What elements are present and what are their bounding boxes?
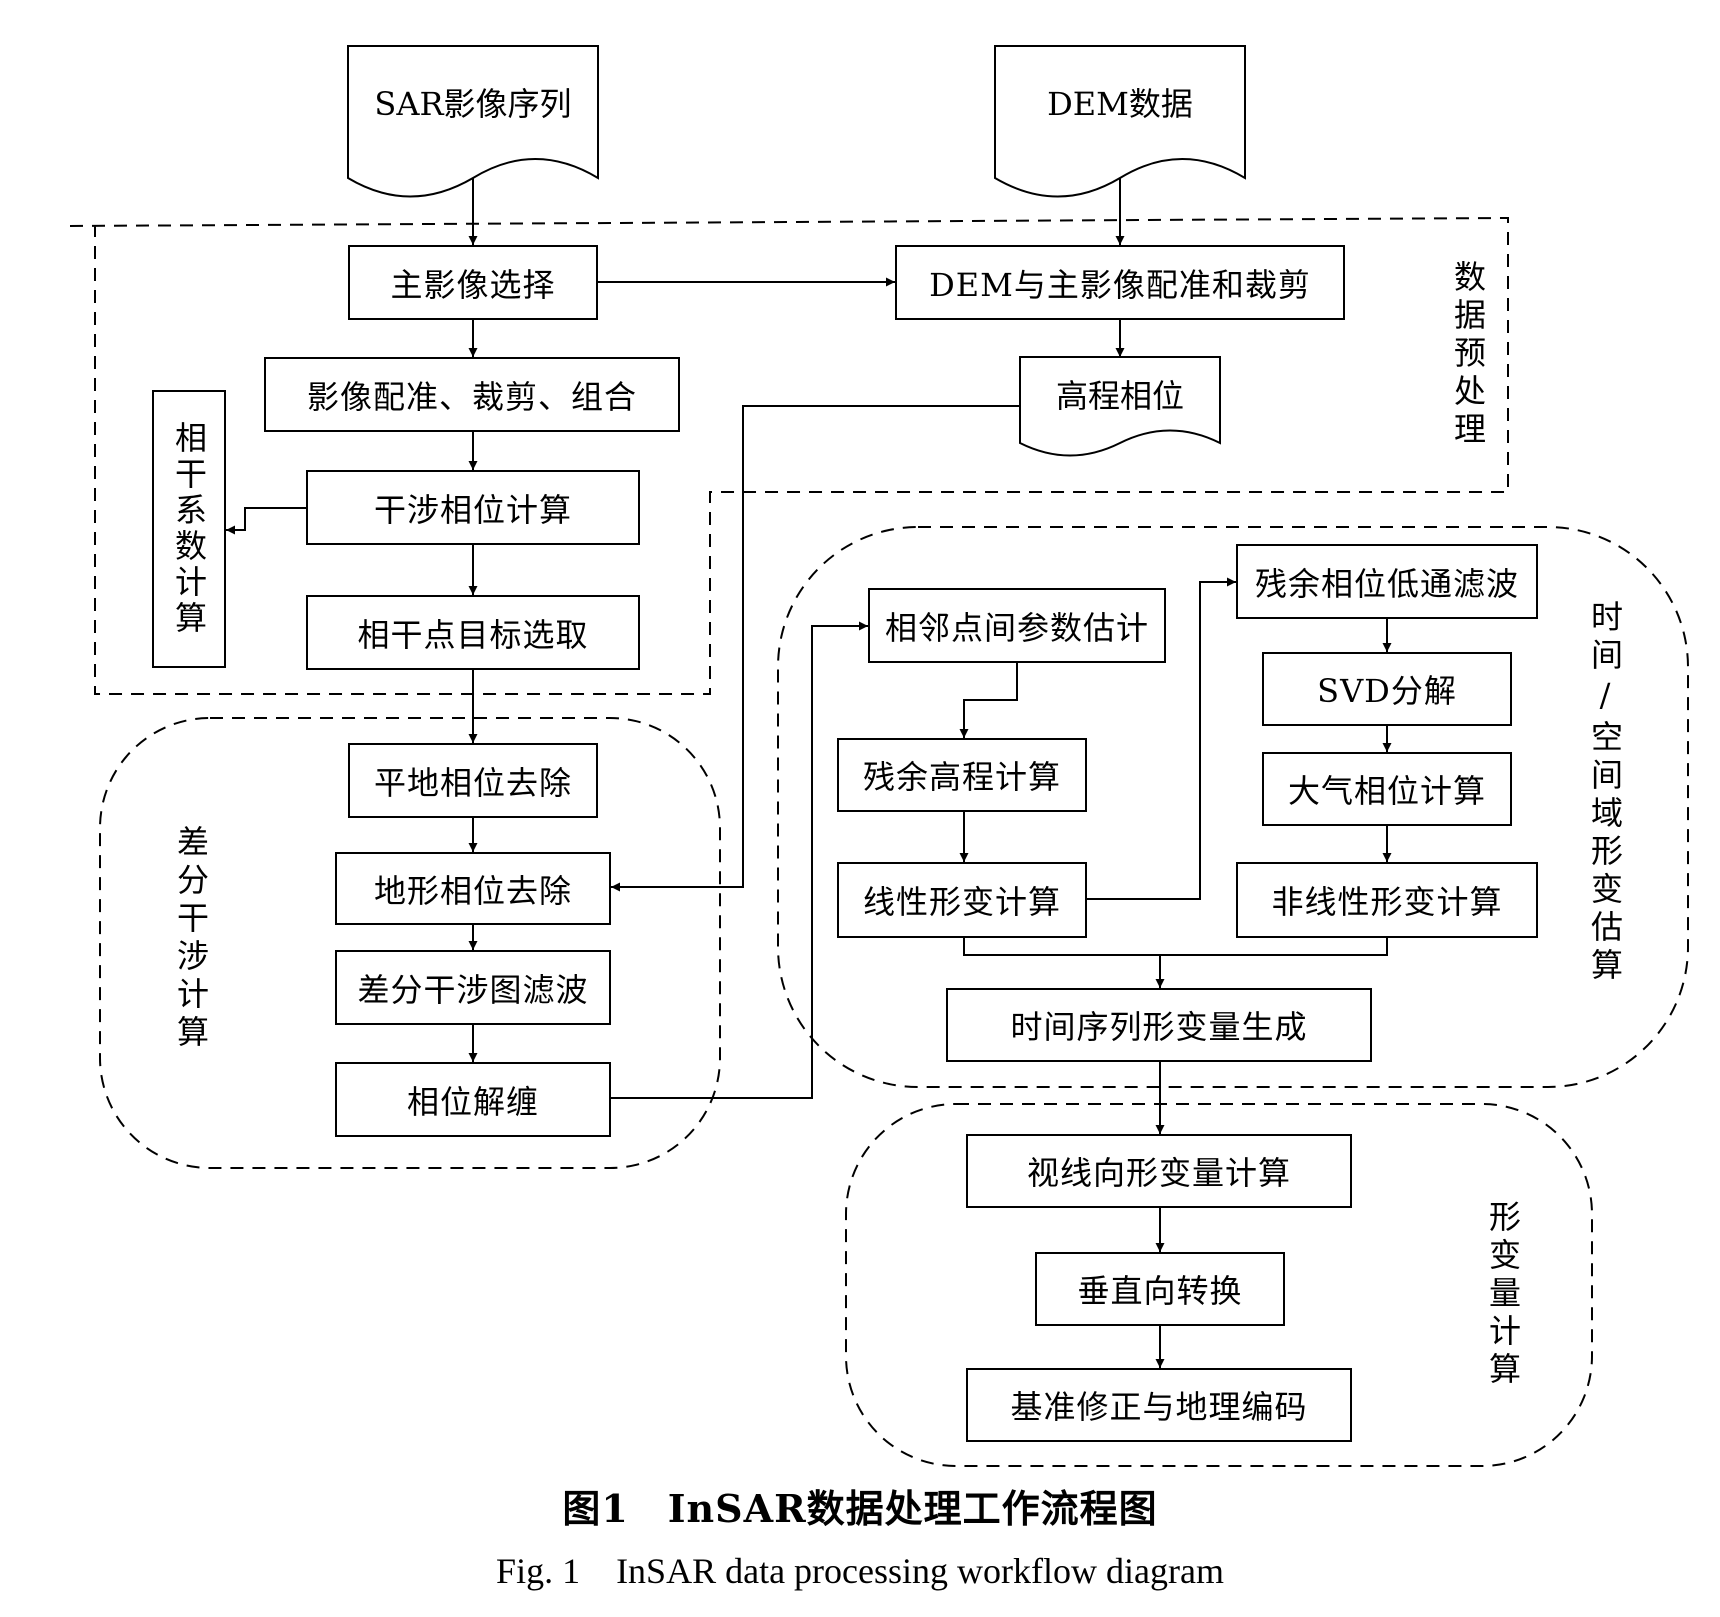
arrow-interferometric-to-coherence	[226, 507, 306, 535]
flat-earth-removal-box: 平地相位去除	[348, 743, 598, 818]
preprocessing-group-outline	[69, 216, 1509, 695]
interferogram-filter-box: 差分干涉图滤波	[335, 950, 611, 1025]
sar-images-input: SAR影像序列	[374, 85, 572, 123]
deformation-group-label: 形变量计算	[1484, 1200, 1522, 1390]
residual-lowpass-box: 残余相位低通滤波	[1236, 544, 1538, 619]
los-deformation-box: 视线向形变量计算	[966, 1134, 1352, 1208]
coherence-coefficient-box: 相干系数计算	[152, 390, 226, 668]
elevation-phase-shape	[1019, 356, 1221, 457]
spatiotemporal-group-label: 时间/空间域形变估算	[1586, 600, 1624, 986]
arrow-unwrapping-to-neighbor	[611, 621, 868, 1099]
time-series-box: 时间序列形变量生成	[946, 988, 1372, 1062]
image-registration-box: 影像配准、裁剪、组合	[264, 357, 680, 432]
svd-decomposition-box: SVD分解	[1262, 652, 1512, 726]
coherent-point-selection-box: 相干点目标选取	[306, 595, 640, 670]
dem-data-shape	[994, 45, 1246, 198]
deformation-group-outline	[845, 1103, 1593, 1467]
master-image-selection-box: 主影像选择	[348, 245, 598, 320]
arrow-elevation-to-topographic	[611, 405, 1020, 892]
differential-group-label: 差分干涉计算	[172, 825, 210, 1053]
elevation-phase-doc: 高程相位	[1055, 377, 1184, 415]
residual-elevation-box: 残余高程计算	[837, 738, 1087, 812]
differential-group-outline	[99, 717, 721, 1169]
atmospheric-phase-box: 大气相位计算	[1262, 752, 1512, 826]
arrow-neighbor-to-residual-elevation	[959, 663, 1018, 738]
nonlinear-deformation-box: 非线性形变计算	[1236, 862, 1538, 938]
vertical-conversion-box: 垂直向转换	[1035, 1252, 1285, 1326]
linear-deformation-box: 线性形变计算	[837, 862, 1087, 938]
arrow-linear-to-lowpass	[1087, 577, 1236, 900]
figure-caption-english: Fig. 1 InSAR data processing workflow di…	[496, 1551, 1224, 1591]
connector-linear-merge	[963, 938, 1388, 956]
figure-caption-chinese: 图1 InSAR数据处理工作流程图	[562, 1486, 1158, 1531]
topographic-removal-box: 地形相位去除	[335, 852, 611, 925]
phase-unwrapping-box: 相位解缠	[335, 1062, 611, 1137]
interferometric-phase-box: 干涉相位计算	[306, 470, 640, 545]
sar-images-shape	[347, 45, 599, 198]
datum-geocoding-box: 基准修正与地理编码	[966, 1368, 1352, 1442]
spatiotemporal-group-outline	[777, 526, 1689, 1088]
preprocessing-group-label: 数据预处理	[1449, 260, 1487, 450]
neighbor-estimation-box: 相邻点间参数估计	[868, 588, 1166, 663]
dem-data-input: DEM数据	[1047, 85, 1193, 123]
dem-registration-box: DEM与主影像配准和裁剪	[895, 245, 1345, 320]
